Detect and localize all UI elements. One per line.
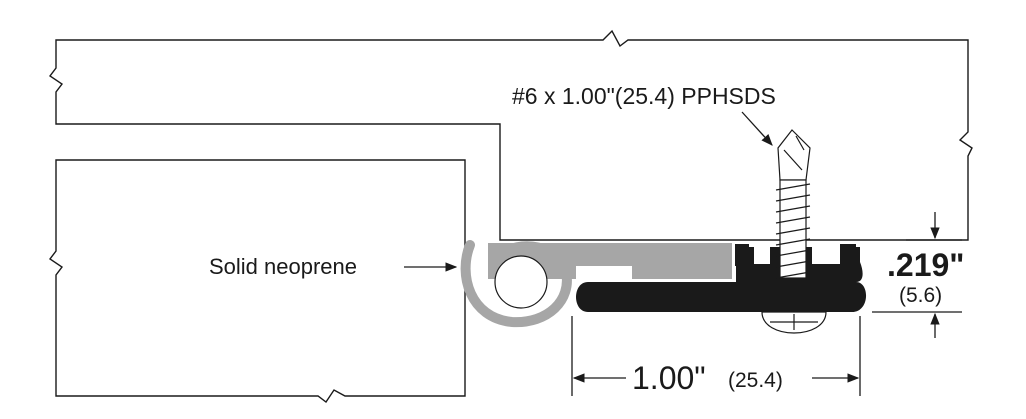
width-mm-label: (25.4) [728,369,783,392]
extrusion-right-leg [840,244,856,266]
neoprene-seal [460,240,732,328]
screw-threads [775,183,811,279]
screw-label: #6 x 1.00"(25.4) PPHSDS [512,83,776,109]
extrusion-left-leg [735,244,749,266]
height-dimension: .219" (5.6) [872,212,964,338]
neoprene-notch [576,266,632,280]
lower-member-outline [48,159,466,404]
screw-leader-arrow [741,111,773,146]
seal-label: Solid neoprene [209,254,357,279]
width-dimension: 1.00" (25.4) [571,316,861,396]
upper-member-outline [48,29,973,241]
screw [761,129,827,334]
screw-shank [779,179,807,279]
height-mm-label: (5.6) [899,284,942,307]
height-inches-label: .219" [887,247,964,283]
neoprene-bulb-core [494,255,548,309]
width-inches-label: 1.00" [632,360,706,396]
neoprene-bulb-loop [460,240,572,328]
